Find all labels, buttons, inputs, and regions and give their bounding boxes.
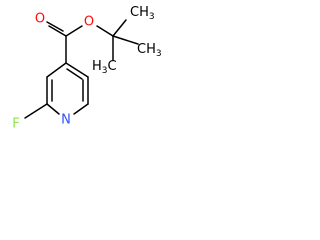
atom-label-ester-oxygen: O [84, 15, 94, 30]
bond-c2-f [24, 103, 48, 119]
methyl-label-top-main: CH [130, 5, 149, 20]
atom-label-nitrogen: N [61, 113, 71, 128]
methyl-label-right-sub: 3 [156, 49, 162, 59]
bond-ring-c4-c3 [46, 62, 67, 78]
bond-carbonyl-o-1 [48, 25, 67, 37]
methyl-label-top-sub: 3 [149, 12, 155, 22]
bond-ring-c4-c5 [65, 62, 89, 78]
bond-ester-o-tbutyl [96, 25, 114, 37]
svg-text:CH3: CH3 [130, 5, 155, 22]
methyl-label-right: CH3 [137, 42, 162, 59]
bond-ring-c6-n [73, 103, 89, 115]
methyl-label-right-main: CH [137, 42, 156, 57]
bond-ring-inner-c4-c5 [66, 68, 83, 80]
bond-tbutyl-methyl-top [112, 19, 127, 37]
bond-ring-n-c2 [46, 103, 60, 115]
methyl-label-left-sub: 3 [102, 66, 108, 76]
atom-label-fluorine: F [12, 117, 19, 132]
methyl-label-left: H3C [92, 59, 117, 76]
bond-carbonyl-ester-o [65, 25, 83, 37]
svg-text:H3C: H3C [92, 59, 117, 76]
methyl-label-left-main: H [92, 59, 102, 74]
methyl-label-left-tail: C [108, 59, 117, 74]
bond-tbutyl-methyl-right [112, 35, 139, 45]
bond-carbonyl-o-2 [46, 21, 64, 32]
atom-label-carbonyl-oxygen: O [35, 12, 45, 27]
methyl-label-top: CH3 [130, 5, 155, 22]
molecule-structure: O O F N CH3 H3C CH3 [12, 5, 162, 132]
svg-text:CH3: CH3 [137, 42, 162, 59]
